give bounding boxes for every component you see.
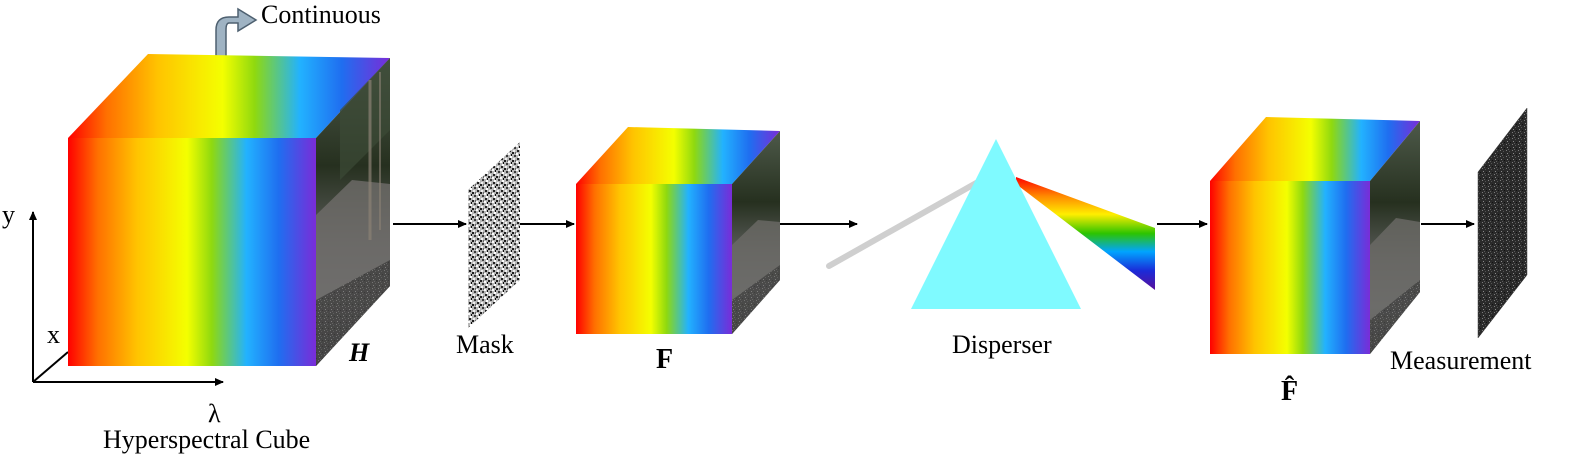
mask-image bbox=[468, 142, 520, 328]
continuous-arrow bbox=[215, 7, 258, 59]
cube-f-hat-side bbox=[1370, 121, 1420, 354]
cube-f-hat-front bbox=[1210, 181, 1370, 354]
x-axis-line bbox=[32, 351, 69, 383]
continuous-label: Continuous bbox=[261, 0, 381, 29]
cube-f-hat bbox=[1210, 117, 1420, 354]
disperser-label: Disperser bbox=[952, 330, 1052, 359]
cube-f-side bbox=[732, 131, 780, 334]
measurement-image bbox=[1477, 107, 1528, 339]
cube-h bbox=[68, 54, 390, 366]
mask-label: Mask bbox=[456, 330, 514, 359]
cube-h-label: H bbox=[348, 338, 370, 367]
axis-lambda-label: λ bbox=[208, 399, 221, 428]
cube-h-top bbox=[68, 54, 390, 138]
axes bbox=[29, 211, 224, 386]
axis-x-label: x bbox=[47, 320, 60, 349]
measurement-label: Measurement bbox=[1390, 346, 1532, 375]
prism bbox=[911, 139, 1081, 309]
incident-light-beam bbox=[826, 179, 981, 269]
cube-f bbox=[576, 127, 780, 334]
disperser bbox=[826, 139, 1155, 309]
cube-f-top bbox=[576, 127, 780, 184]
hyperspectral-cube-label: Hyperspectral Cube bbox=[103, 425, 310, 454]
dispersed-spectrum-beam bbox=[1016, 177, 1155, 290]
cube-h-front bbox=[68, 138, 316, 366]
cube-h-side bbox=[316, 58, 390, 366]
cube-f-front bbox=[576, 184, 732, 334]
cube-f-label: F bbox=[656, 344, 673, 375]
axis-y-label: y bbox=[2, 200, 15, 229]
cube-f-hat-top bbox=[1210, 117, 1420, 181]
cube-f-hat-label: F̂ bbox=[1281, 376, 1298, 407]
